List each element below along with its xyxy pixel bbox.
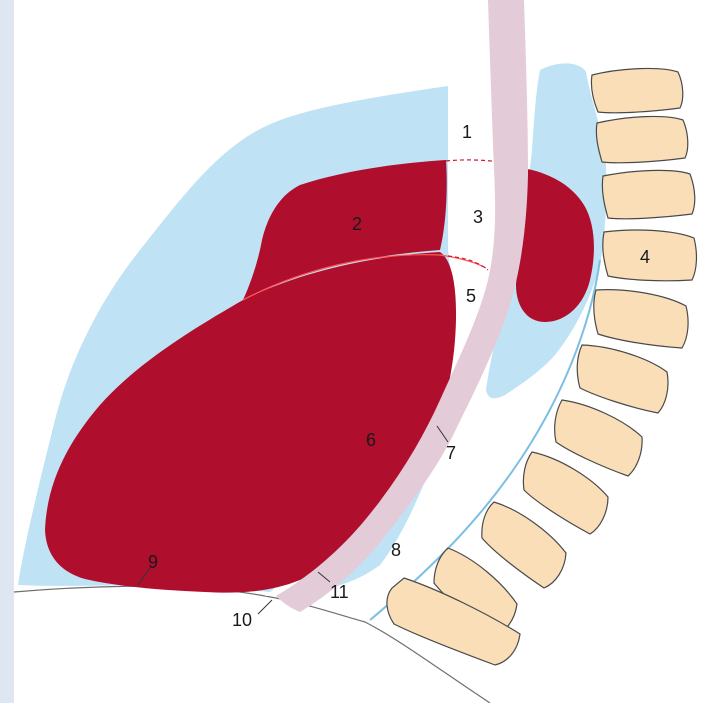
vertebra [602,170,694,218]
label-5: 5 [466,286,476,306]
vertebra [591,68,682,112]
label-3: 3 [473,207,483,227]
label-9: 9 [148,552,158,572]
label-6: 6 [366,430,376,450]
label-8: 8 [391,540,401,560]
label-10: 10 [232,610,252,630]
label-7: 7 [446,443,456,463]
vertebra [596,116,687,162]
label-2: 2 [352,214,362,234]
label-1: 1 [462,122,472,142]
label-4: 4 [640,247,650,267]
label-11: 11 [330,582,349,602]
